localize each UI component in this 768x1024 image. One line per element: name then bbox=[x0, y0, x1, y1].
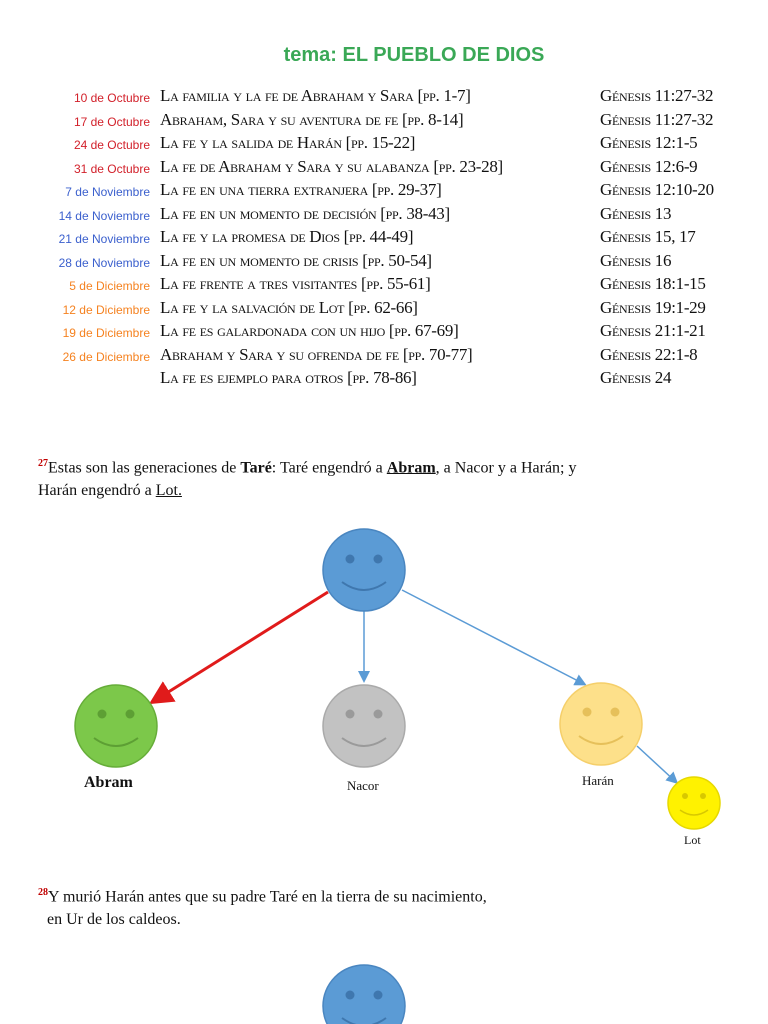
schedule-row: 17 de Octubre Abraham, Sara y su aventura… bbox=[0, 110, 768, 134]
schedule-date: 31 de Octubre bbox=[73, 161, 150, 176]
arrow-haran-to-lot bbox=[636, 745, 679, 785]
schedule-row: 28 de Noviembre La fe en un momento de cr… bbox=[0, 251, 768, 275]
schedule-row: 14 de Noviembre La fe en un momento de de… bbox=[0, 204, 768, 228]
schedule-topic: Abraham y Sara y su ofrenda de fe [pp. 7… bbox=[160, 344, 473, 364]
schedule-reference: Génesis 16 bbox=[600, 250, 672, 270]
schedule-row: 31 de Octubre La fe de Abraham y Sara y s… bbox=[0, 157, 768, 181]
page-title: tema: EL PUEBLO DE DIOS bbox=[283, 44, 545, 66]
schedule-date: 21 de Noviembre bbox=[58, 232, 150, 246]
verse-number: 27 bbox=[38, 458, 48, 469]
schedule-reference: Génesis 11:27-32 bbox=[600, 86, 714, 105]
schedule-reference: Génesis 22:1-8 bbox=[600, 344, 698, 364]
verse-text-bold: Taré bbox=[240, 459, 272, 477]
schedule-row: 19 de Diciembre La fe es galardonada con … bbox=[0, 321, 768, 345]
schedule-topic: La fe de Abraham y Sara y su alabanza [p… bbox=[160, 156, 503, 176]
smiley-face-icon-haran bbox=[559, 682, 643, 766]
schedule-reference: Génesis 24 bbox=[600, 368, 672, 387]
schedule-reference: Génesis 12:6-9 bbox=[600, 156, 698, 176]
schedule-date: 5 de Diciembre bbox=[69, 279, 150, 293]
schedule-topic: La fe en un momento de decisión [pp. 38-… bbox=[160, 203, 450, 223]
verse-27: 27Estas son las generaciones de Taré: Ta… bbox=[38, 452, 738, 502]
schedule-list: 10 de Octubre La familia y la fe de Abrah… bbox=[0, 86, 768, 392]
schedule-row: 12 de Diciembre La fe y la salvación de L… bbox=[0, 298, 768, 322]
schedule-topic: La fe es galardonada con un hijo [pp. 67… bbox=[160, 321, 459, 340]
schedule-reference: Génesis 19:1-29 bbox=[600, 297, 706, 317]
schedule-reference: Génesis 21:1-21 bbox=[600, 321, 706, 340]
schedule-topic: La fe y la salida de Harán [pp. 15-22] bbox=[160, 133, 416, 152]
schedule-reference: Génesis 18:1-15 bbox=[600, 274, 706, 293]
schedule-topic: La familia y la fe de Abraham y Sara [pp… bbox=[160, 86, 471, 105]
schedule-date: 17 de Octubre bbox=[73, 114, 150, 129]
verse-text: : Taré engendró a bbox=[271, 459, 387, 477]
verse-text: Estas son las generaciones de bbox=[48, 459, 241, 477]
arrow-tare-to-haran bbox=[401, 589, 587, 686]
verse-text-bold-underline: Abram bbox=[386, 459, 436, 477]
schedule-date: 12 de Diciembre bbox=[62, 302, 150, 317]
schedule-reference: Génesis 12:10-20 bbox=[600, 180, 714, 199]
schedule-row: 10 de Octubre La familia y la fe de Abrah… bbox=[0, 86, 768, 110]
schedule-row: 26 de Diciembre Abraham y Sara y su ofren… bbox=[0, 345, 768, 369]
schedule-topic: La fe y la salvación de Lot [pp. 62-66] bbox=[160, 297, 418, 317]
smiley-face-icon-tare bbox=[322, 528, 406, 612]
schedule-topic: La fe en un momento de crisis [pp. 50-54… bbox=[160, 250, 432, 270]
verse-text: en Ur de los caldeos. bbox=[47, 911, 181, 929]
label-lot: Lot bbox=[684, 833, 701, 847]
verse-text: Y murió Harán antes que su padre Taré en… bbox=[48, 888, 487, 906]
schedule-row: La fe es ejemplo para otros [pp. 78-86] G… bbox=[0, 368, 768, 392]
schedule-row: 21 de Noviembre La fe y la promesa de Dio… bbox=[0, 227, 768, 251]
schedule-date: 28 de Noviembre bbox=[58, 255, 150, 270]
verse-text: , a Nacor y a Harán; y bbox=[435, 459, 577, 477]
schedule-date: 26 de Diciembre bbox=[62, 349, 150, 364]
smiley-face-icon-tare-bottom bbox=[322, 964, 406, 1024]
schedule-topic: La fe y la promesa de Dios [pp. 44-49] bbox=[160, 227, 414, 246]
label-abram: Abram bbox=[84, 774, 133, 791]
schedule-date: 19 de Diciembre bbox=[62, 326, 150, 340]
verse-text-underline: Lot. bbox=[155, 482, 182, 500]
smiley-face-icon-lot bbox=[667, 776, 721, 830]
schedule-topic: La fe es ejemplo para otros [pp. 78-86] bbox=[160, 368, 417, 387]
schedule-topic: La fe en una tierra extranjera [pp. 29-3… bbox=[160, 180, 442, 199]
smiley-face-icon-abram bbox=[74, 684, 158, 768]
schedule-row: 24 de Octubre La fe y la salida de Harán … bbox=[0, 133, 768, 157]
verse-28: 28Y murió Harán antes que su padre Taré … bbox=[38, 881, 738, 931]
schedule-topic: La fe frente a tres visitantes [pp. 55-6… bbox=[160, 274, 431, 293]
label-nacor: Nacor bbox=[347, 778, 379, 793]
schedule-date: 24 de Octubre bbox=[73, 138, 150, 152]
schedule-date: 7 de Noviembre bbox=[65, 185, 150, 199]
schedule-row: 7 de Noviembre La fe en una tierra extran… bbox=[0, 180, 768, 204]
smiley-face-icon-nacor bbox=[322, 684, 406, 768]
verse-text: Harán engendró a bbox=[38, 482, 156, 500]
schedule-row: 5 de Diciembre La fe frente a tres visita… bbox=[0, 274, 768, 298]
schedule-reference: Génesis 15, 17 bbox=[600, 227, 696, 246]
label-haran: Harán bbox=[582, 773, 614, 788]
schedule-topic: Abraham, Sara y su aventura de fe [pp. 8… bbox=[160, 109, 464, 129]
arrow-tare-to-abram bbox=[148, 590, 329, 705]
schedule-reference: Génesis 13 bbox=[600, 203, 672, 223]
schedule-date: 14 de Noviembre bbox=[58, 208, 150, 223]
schedule-date: 10 de Octubre bbox=[73, 91, 150, 105]
verse-number: 28 bbox=[38, 887, 48, 898]
schedule-reference: Génesis 12:1-5 bbox=[600, 133, 698, 152]
schedule-reference: Génesis 11:27-32 bbox=[600, 109, 714, 129]
